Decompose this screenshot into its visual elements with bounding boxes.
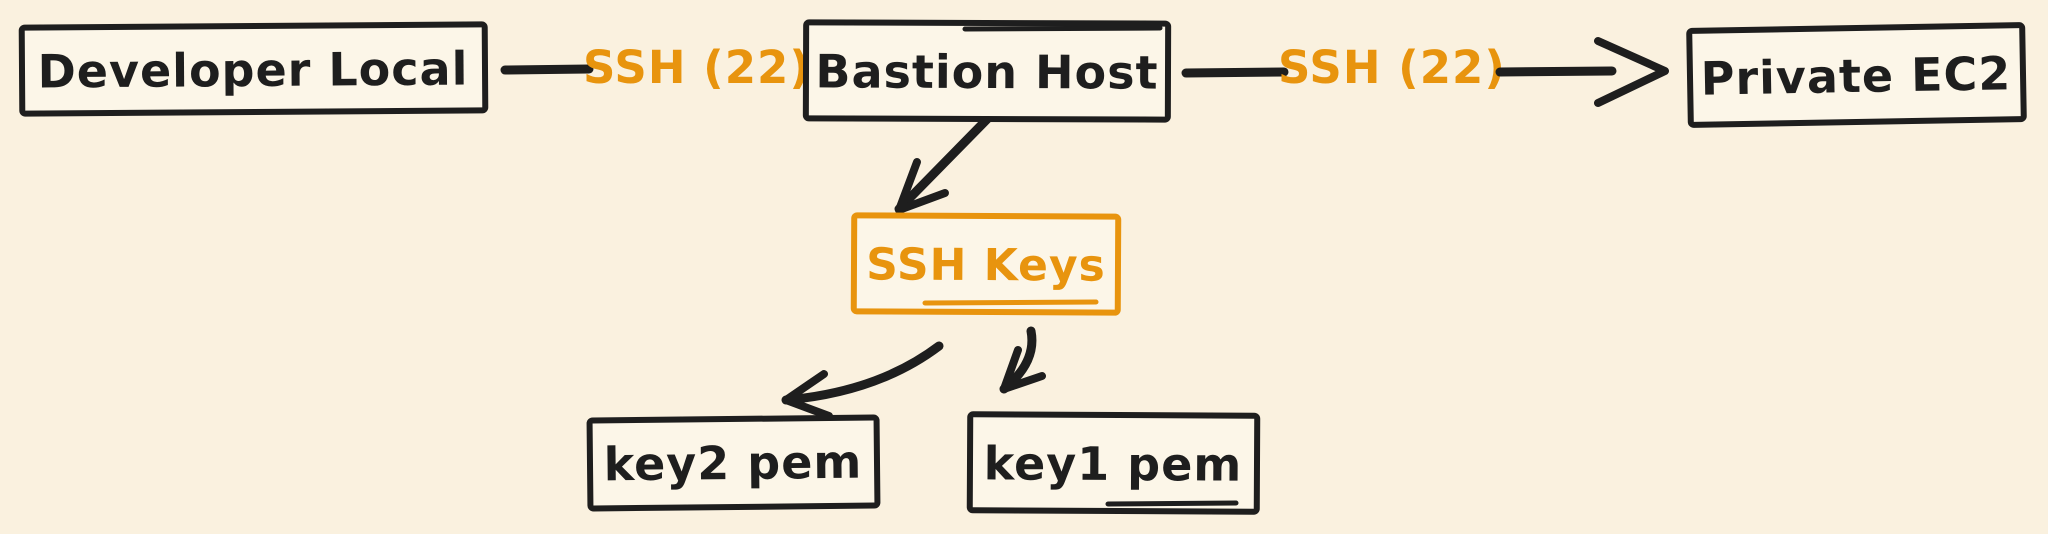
node-ssh-keys-box <box>850 212 1122 316</box>
node-private-ec2: Private EC2 <box>1686 22 2027 128</box>
ssh-keys-box-sketch-stroke <box>922 299 1099 306</box>
edge-label-ssh-22-left: SSH (22) <box>583 41 811 94</box>
node-key1-pem-label: key1 pem <box>984 436 1243 491</box>
node-private-ec2-box <box>1686 22 2027 128</box>
node-ssh-keys-label: SSH Keys <box>866 239 1106 291</box>
arrowhead-left-icon <box>782 370 833 420</box>
node-developer-local-box <box>18 21 489 117</box>
node-bastion-host-box <box>802 19 1172 123</box>
node-developer-local-label: Developer Local <box>37 41 468 98</box>
node-developer-local: Developer Local <box>18 21 489 117</box>
node-bastion-host-label: Bastion Host <box>815 44 1158 99</box>
edge-developer-to-bastion: SSH (22) <box>500 41 811 94</box>
node-key1-pem-box <box>966 411 1261 515</box>
edge-label-ssh-22-right: SSH (22) <box>1278 41 1506 94</box>
node-key1-pem: key1 pem <box>966 411 1261 515</box>
edge-bastion-to-private-line-right <box>1495 66 1617 77</box>
key1-pem-box-sketch-stroke <box>1105 500 1239 507</box>
node-bastion-host: Bastion Host <box>802 19 1172 123</box>
arrow-ssh-keys-to-key2-line <box>781 341 944 405</box>
node-key2-pem: key2 pem <box>586 414 881 512</box>
node-ssh-keys: SSH Keys <box>850 212 1122 316</box>
edge-bastion-to-private: SSH (22) <box>1181 37 1669 107</box>
node-private-ec2-label: Private EC2 <box>1700 46 2011 105</box>
edge-bastion-to-private-line-left <box>1181 67 1289 78</box>
node-key2-pem-box <box>586 414 881 512</box>
arrowhead-right-icon <box>1594 37 1669 107</box>
arrowhead-down-left-icon <box>895 158 949 214</box>
bastion-box-sketch-stroke <box>962 25 1163 32</box>
node-key2-pem-label: key2 pem <box>603 435 862 492</box>
edge-developer-to-bastion-line <box>500 64 594 75</box>
arrow-ssh-keys-to-key2 <box>781 341 944 420</box>
arrowhead-down-icon <box>1000 346 1046 393</box>
arrow-ssh-keys-to-key1 <box>999 326 1046 394</box>
